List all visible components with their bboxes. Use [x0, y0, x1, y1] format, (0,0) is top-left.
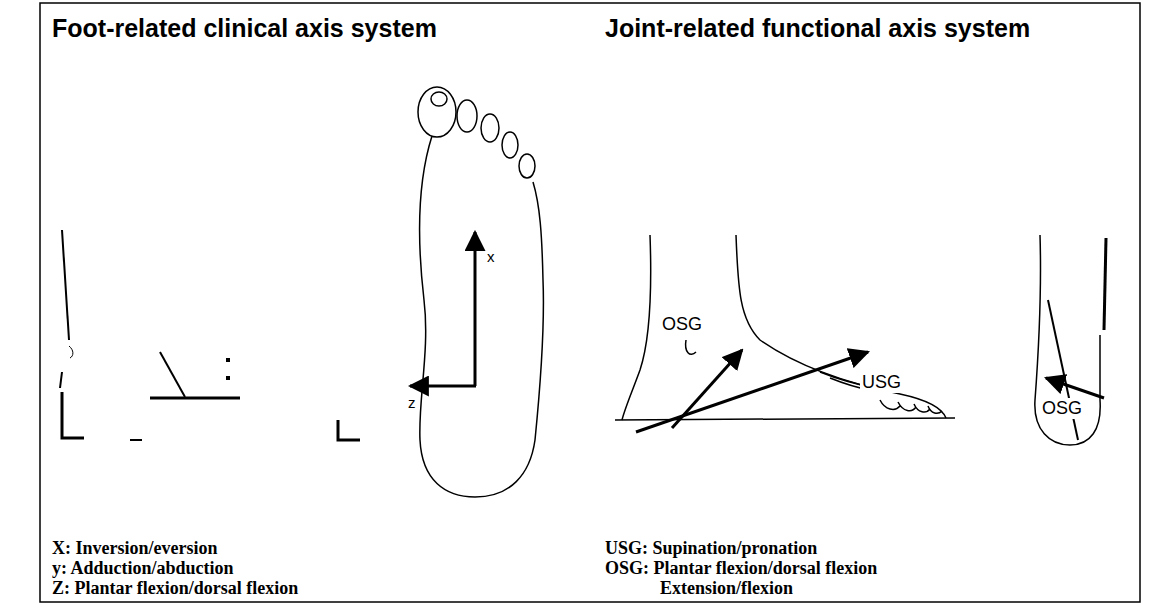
axis-arrows — [410, 232, 476, 386]
rear-axis-arrow — [1046, 378, 1104, 398]
side-sketch — [60, 230, 360, 440]
axis-label: x — [487, 248, 495, 265]
joint-label: USG — [860, 372, 903, 393]
panel-heading: Foot-related clinical axis system — [52, 14, 452, 43]
axis-description: y: Adduction/abduction — [52, 558, 234, 578]
joint-label: OSG — [660, 314, 704, 335]
foot-rear-view — [1035, 235, 1106, 445]
foot-top-view — [418, 87, 543, 497]
axis-description: USG: Supination/pronation — [605, 538, 817, 558]
frame-border — [40, 3, 1140, 602]
axis-description: OSG: Plantar flexion/dorsal flexion — [605, 558, 877, 578]
axis-description: X: Inversion/eversion — [52, 538, 218, 558]
axis-description: Z: Plantar flexion/dorsal flexion — [52, 578, 298, 598]
panel-heading: Joint-related functional axis system — [605, 14, 1055, 43]
joint-axis-arrows — [636, 350, 868, 432]
foot-side-view — [615, 235, 955, 420]
axis-description: Extension/flexion — [660, 578, 793, 598]
axis-label: z — [408, 394, 416, 411]
joint-label: OSG — [1040, 398, 1084, 419]
